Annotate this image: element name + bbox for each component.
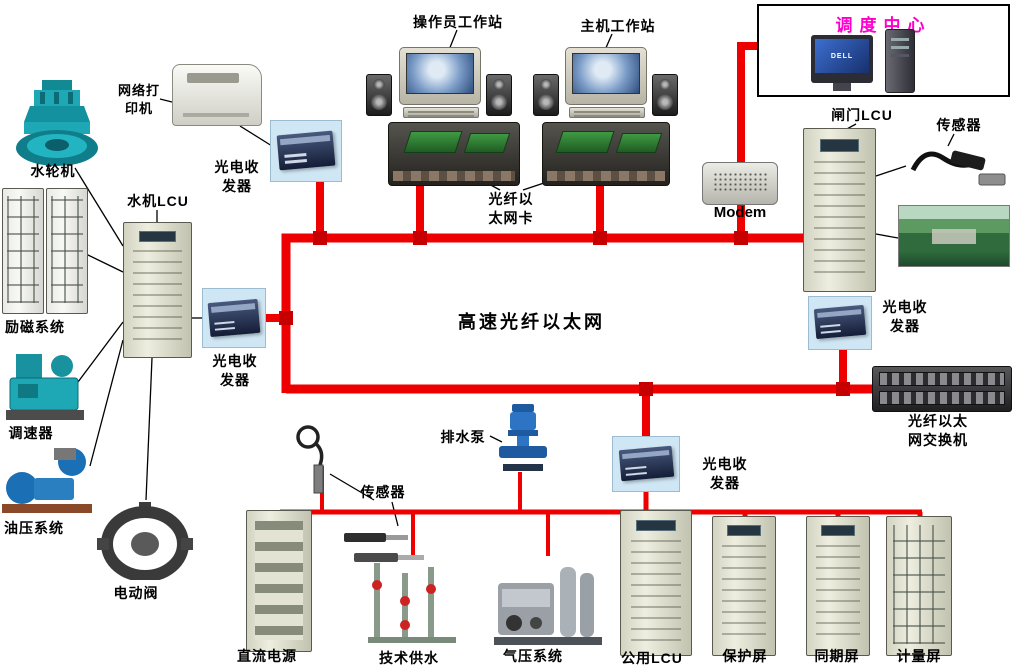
- transceiver-image: [270, 120, 342, 182]
- sensor-image: [344, 533, 424, 562]
- bus-joints: [279, 231, 850, 396]
- label-oil-pressure-system: 油压系统: [4, 520, 64, 536]
- label-electric-valve: 电动阀: [113, 585, 159, 601]
- electric-valve-image: [97, 502, 193, 580]
- label-dc-power: 直流电源: [237, 648, 297, 664]
- speaker-right-image: [486, 74, 512, 116]
- label-sync-panel: 同期屏: [814, 648, 860, 664]
- label-protection-panel: 保护屏: [722, 648, 768, 664]
- ethernet-bus: [262, 42, 923, 556]
- label-fiber-switch: 光纤以太 网交换机: [908, 413, 968, 448]
- label-operator-workstation: 操作员工作站: [413, 14, 503, 30]
- label-metering-panel: 计量屏: [896, 648, 942, 664]
- label-transceiver-top: 光电收 发器: [214, 159, 260, 194]
- transceiver-image: [612, 436, 680, 492]
- speaker-left-image: [533, 74, 559, 116]
- common-lcu-cabinet-image: [620, 510, 692, 656]
- pc-tower-image: [885, 29, 915, 93]
- tech-water-image: [368, 563, 456, 643]
- speaker-right-image: [652, 74, 678, 116]
- label-drain-pump: 排水泵: [440, 429, 486, 445]
- label-sensor-mid: 传感器: [360, 484, 406, 500]
- dc-power-cabinet-image: [246, 510, 312, 652]
- label-transceiver-bottom: 光电收 发器: [702, 456, 748, 491]
- label-excitation-system: 励磁系统: [5, 319, 65, 335]
- sensor-image: [910, 150, 1006, 186]
- label-host-workstation: 主机工作站: [580, 18, 656, 34]
- sensor-image: [296, 425, 324, 494]
- dispatch-pc-image: DELL: [811, 29, 961, 95]
- sync-panel-image: [806, 516, 870, 656]
- host-keyboard-image: [569, 107, 645, 118]
- air-pressure-image: [494, 567, 602, 645]
- dispatch-center-box: 调度中心 DELL: [757, 4, 1010, 97]
- hydro-lcu-cabinet-image: [123, 222, 192, 358]
- ethernet-bus-title: 高速光纤以太网: [458, 312, 605, 332]
- label-fiber-nic: 光纤以 太网卡: [488, 191, 534, 226]
- label-modem: Modem: [713, 204, 767, 221]
- oil-pressure-image: [2, 448, 92, 513]
- pc-screen: DELL: [815, 39, 869, 73]
- printer-image: [172, 64, 262, 126]
- label-tech-water: 技术供水: [379, 650, 439, 666]
- metering-panel-image: [886, 516, 952, 656]
- dam-photo-image: [898, 205, 1010, 267]
- host-monitor-image: [565, 47, 647, 105]
- gate-lcu-cabinet-image: [803, 128, 876, 292]
- label-turbine: 水轮机: [30, 163, 76, 179]
- label-governor: 调速器: [8, 425, 54, 441]
- label-hydro-lcu: 水机LCU: [127, 193, 189, 209]
- label-gate-lcu: 闸门LCU: [831, 107, 893, 123]
- label-sensor-top: 传感器: [936, 117, 982, 133]
- label-network-printer: 网络打 印机: [117, 83, 160, 116]
- modem-image: [702, 162, 778, 205]
- turbine-image: [16, 80, 98, 166]
- transceiver-image: [202, 288, 266, 348]
- label-air-pressure-system: 气压系统: [503, 648, 563, 664]
- speaker-left-image: [366, 74, 392, 116]
- pc-monitor-image: DELL: [811, 35, 873, 91]
- fiber-nic-rack-image: [542, 122, 670, 186]
- governor-image: [6, 354, 84, 420]
- excitation-cabinet-image: [46, 188, 88, 314]
- operator-keyboard-image: [403, 107, 479, 118]
- drain-pump-image: [499, 404, 547, 471]
- transceiver-image: [808, 296, 872, 350]
- label-transceiver-mid: 光电收 发器: [212, 353, 258, 388]
- label-common-lcu: 公用LCU: [621, 650, 683, 666]
- excitation-cabinet-image: [2, 188, 44, 314]
- protection-panel-image: [712, 516, 776, 656]
- fiber-nic-rack-image: [388, 122, 520, 186]
- operator-monitor-image: [399, 47, 481, 105]
- label-transceiver-right: 光电收 发器: [882, 299, 928, 334]
- fiber-switch-image: [872, 366, 1012, 412]
